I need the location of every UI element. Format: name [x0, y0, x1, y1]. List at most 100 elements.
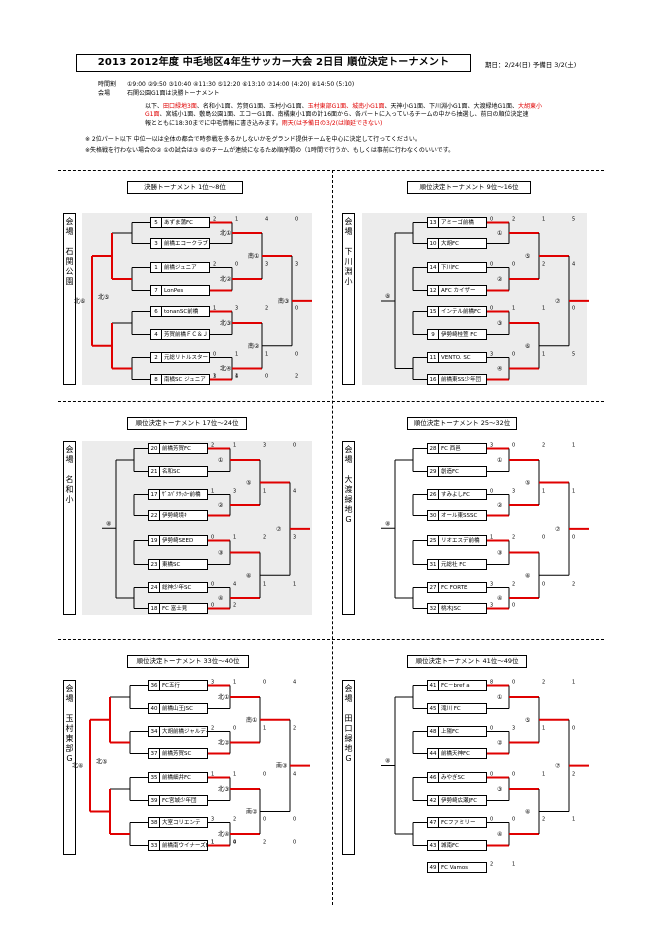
team-name: FC 西邑	[441, 446, 461, 452]
score: 0	[213, 352, 216, 358]
team-name: 桃木JSC	[441, 606, 461, 612]
score: 0	[293, 840, 296, 846]
team-name: リオエスデ前橋	[441, 538, 480, 544]
team-name: VENTO. SC	[441, 355, 471, 361]
venue-char: 下	[344, 247, 353, 256]
score: 0	[235, 262, 238, 268]
team-name: 総神少年SC	[162, 585, 192, 591]
score: 0	[233, 840, 236, 846]
score: 2	[265, 306, 268, 312]
score: 2	[572, 772, 575, 778]
match-label: 北⑥	[72, 762, 83, 770]
score: 4	[293, 489, 296, 495]
match-label: ④	[497, 831, 502, 838]
schedule-text: ①9:00 ②9:50 ③10:40 ④11:30 ⑤12:20 ⑥13:10 …	[127, 81, 355, 88]
venue-char: 口	[344, 724, 353, 733]
team-name: 滝川 FC	[441, 706, 461, 712]
team-seed: 15	[428, 307, 439, 316]
score: 2	[542, 680, 545, 686]
score: 3	[295, 262, 298, 268]
team-name: ｻﾞｽﾊﾟｸｻｯｶｰ前橋	[162, 492, 201, 498]
venue-char: 石	[65, 247, 74, 256]
score: 2	[542, 817, 545, 823]
match-label: ④	[218, 595, 223, 602]
team-name: 芳賀前橋ＦＣ＆ＪＲＤＵ	[164, 332, 209, 338]
team-name: FCファミリー	[441, 820, 476, 826]
venue-char: 緑	[344, 495, 353, 504]
team-seed: 46	[428, 773, 439, 782]
match-label: ④	[497, 366, 502, 373]
match-label: 南②	[246, 808, 258, 816]
match-label: ①	[497, 457, 502, 464]
venue-char: 村	[65, 724, 74, 733]
score: 1	[542, 726, 545, 732]
team-name: 大胡FC	[441, 241, 460, 247]
score: 2	[512, 582, 515, 588]
team-name: 前橋細井FC	[162, 775, 192, 781]
team-name: FC FORTE	[441, 585, 468, 591]
team-name: 伊勢崎桂萱 FC	[441, 332, 478, 338]
match-label: 南②	[248, 342, 260, 350]
score: 1	[233, 443, 236, 449]
team-seed: 36	[149, 681, 160, 690]
match-label: ⑥	[525, 343, 530, 350]
match-label: ①	[497, 230, 502, 237]
team-seed: 8	[151, 375, 162, 384]
venue-char: G	[345, 754, 352, 763]
team-name: 前橋天神FC	[441, 751, 471, 757]
match-label: ④	[497, 595, 502, 602]
score: 0	[512, 603, 515, 609]
score: 0	[490, 217, 493, 223]
date-text: 期日：2/24(日) 予備日 3/2(土)	[485, 61, 577, 69]
team-seed: 48	[428, 727, 439, 736]
match-label: ⑤	[525, 480, 530, 487]
score: 2	[211, 443, 214, 449]
score: 2	[490, 862, 493, 868]
venue-char: 淵	[344, 267, 353, 276]
team-seed: 24	[149, 583, 160, 592]
team-seed: 44	[428, 749, 439, 758]
divider-bottom	[58, 639, 604, 640]
venue-char: 小	[344, 277, 353, 286]
team-seed: 20	[149, 444, 160, 453]
team-name: tonanSC前橋	[164, 309, 199, 315]
team-seed: 49	[428, 863, 439, 872]
score: 0	[295, 217, 298, 223]
score: 0	[263, 817, 266, 823]
team-seed: 39	[149, 796, 160, 805]
team-seed: 18	[149, 604, 160, 613]
team-seed: 13	[428, 218, 439, 227]
score: 1	[572, 489, 575, 495]
team-seed: 42	[428, 796, 439, 805]
team-seed: 38	[149, 818, 160, 827]
score: 4	[235, 374, 238, 380]
team-seed: 19	[149, 536, 160, 545]
score: 3	[512, 726, 515, 732]
team-seed: 4	[151, 330, 162, 339]
venue-char: 会	[344, 684, 353, 693]
score: 2	[512, 535, 515, 541]
match-label: 北④	[220, 365, 231, 373]
team-seed: 2	[151, 353, 162, 362]
score: 1	[263, 582, 266, 588]
match-label: 北④	[218, 830, 229, 838]
venue-char: 場	[65, 455, 74, 464]
score: 4	[293, 772, 296, 778]
match-label: 北⑤	[96, 758, 107, 766]
